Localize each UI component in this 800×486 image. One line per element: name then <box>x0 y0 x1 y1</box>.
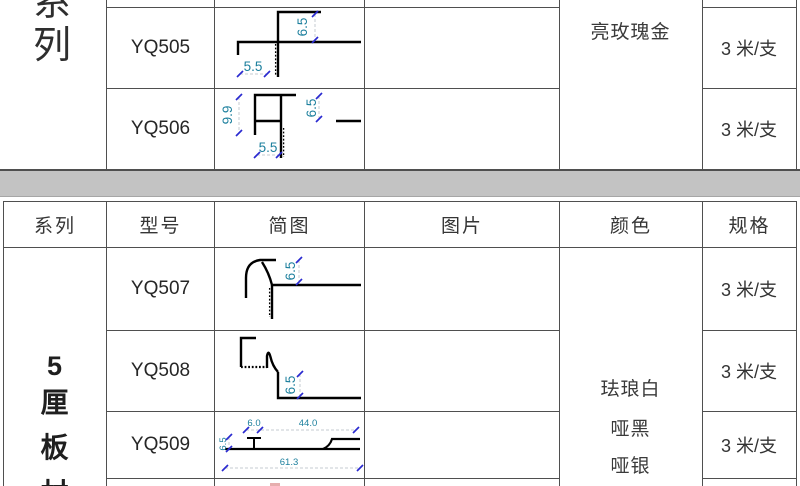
profile-diagram-yq505: 6.5 5.5 <box>236 10 361 78</box>
spec-cell: 3 米/支 <box>720 279 777 300</box>
profile-diagram-yq507: 6.5 <box>244 256 361 319</box>
series-label-char: 列 <box>32 25 71 67</box>
header-image: 图片 <box>440 216 483 237</box>
header-diagram: 简图 <box>268 216 311 237</box>
dimension-label: 5.5 <box>244 59 263 74</box>
spec-cell: 3 米/支 <box>720 361 777 382</box>
grid-line <box>3 247 797 248</box>
grid-line <box>106 411 559 412</box>
grid-line <box>796 0 797 170</box>
dimension-label: 6.5 <box>283 262 298 281</box>
header-color: 颜色 <box>609 216 652 237</box>
dimension-label: 6.5 <box>295 18 310 37</box>
grid-line <box>106 0 107 170</box>
grid-line <box>106 7 559 8</box>
dimension-label: 6.5 <box>283 376 298 395</box>
model-cell-yq509: YQ509 <box>130 433 191 455</box>
profile-diagram-yq508: 6.5 <box>239 336 361 400</box>
grid-line <box>214 201 215 486</box>
grid-line <box>559 201 560 486</box>
dimension-label: 6.5 <box>218 437 229 450</box>
dimension-label: 61.3 <box>280 457 299 468</box>
grid-line <box>702 330 796 331</box>
spec-cell: 3 米/支 <box>720 119 777 140</box>
table-bottom-border <box>0 169 800 171</box>
grid-line <box>106 478 559 479</box>
color-cell-merged: 亮玫瑰金 <box>590 21 671 43</box>
grid-line <box>3 201 4 486</box>
spec-cell: 3 米/支 <box>720 39 777 59</box>
dimension-label: 9.9 <box>220 106 235 125</box>
header-series: 系列 <box>33 216 76 237</box>
header-spec: 规格 <box>728 216 771 237</box>
color-name: 哑黑 <box>610 419 651 440</box>
grid-line <box>559 0 560 170</box>
model-cell-yq506: YQ506 <box>130 117 191 139</box>
series-label-char: 5 <box>46 351 63 381</box>
section-divider-bar <box>0 171 800 197</box>
series-label-char: 材 <box>3 472 106 486</box>
grid-line <box>106 330 559 331</box>
grid-line <box>702 478 796 479</box>
dimension-label: 6.5 <box>304 99 319 118</box>
color-name: 哑银 <box>610 456 651 477</box>
grid-line <box>702 411 796 412</box>
grid-line <box>796 201 797 486</box>
grid-line <box>702 201 703 486</box>
spec-cell: 3 米/支 <box>720 435 777 456</box>
grid-line <box>702 7 796 8</box>
grid-line <box>702 0 703 170</box>
grid-line <box>106 88 559 89</box>
grid-line <box>702 88 796 89</box>
profile-diagram-yq509: 6.0 44.0 6.5 61.3 <box>218 418 364 472</box>
model-cell-yq508: YQ508 <box>130 359 191 381</box>
dimension-label: 5.5 <box>259 140 278 155</box>
grid-line <box>3 201 797 202</box>
series-label-char: 板 <box>40 433 69 464</box>
dimension-label: 6.0 <box>247 418 260 429</box>
grid-line <box>106 201 107 486</box>
profile-diagram-yq506: 9.9 6.5 5.5 <box>220 92 361 159</box>
color-name: 珐琅白 <box>600 379 661 400</box>
grid-line <box>214 0 215 170</box>
series-label-char: 厘 <box>40 388 69 419</box>
grid-line <box>364 0 365 170</box>
model-cell-yq505: YQ505 <box>130 37 191 58</box>
header-model: 型号 <box>139 216 182 237</box>
grid-line <box>364 201 365 486</box>
model-cell-yq507: YQ507 <box>130 277 191 299</box>
series-label-char: 系 <box>32 0 71 24</box>
dimension-label: 44.0 <box>299 418 318 429</box>
clipped-next-row-fragment <box>270 483 280 486</box>
